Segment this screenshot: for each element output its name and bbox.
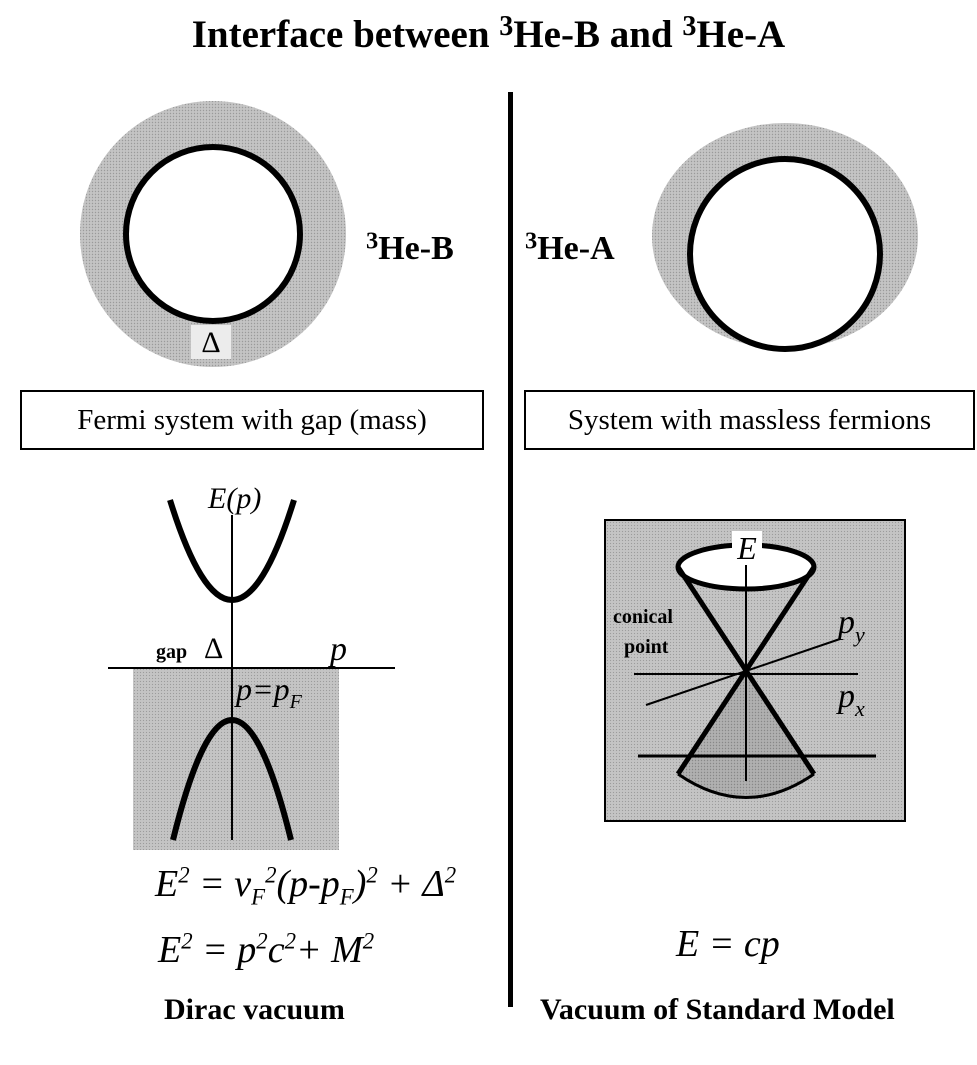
dirac-dispersion-plot: E(p) gap Δ p p=pF	[108, 482, 395, 841]
he-b-label: 3He-B	[366, 227, 454, 267]
center-divider	[508, 92, 513, 1007]
he-b-fermi-sphere: Δ	[80, 101, 346, 367]
dirac-sea-shading	[133, 668, 339, 850]
dirac-mass-equation: E2 = p2c2+ M2	[158, 928, 375, 971]
massless-dispersion-equation: E = cp	[676, 923, 780, 965]
he-a-fermi-surface	[652, 123, 918, 352]
gap-symbol-plot: Δ	[204, 632, 223, 665]
fermi-gap-box: Fermi system with gap (mass)	[20, 390, 484, 450]
page-title: Interface between 3He-B and 3He-A	[191, 11, 786, 56]
standard-model-caption: Vacuum of Standard Model	[540, 993, 895, 1026]
cone-py-axis	[645, 638, 841, 706]
energy-axis-label: E(p)	[207, 482, 261, 515]
fermi-surface-a	[687, 156, 883, 352]
conical-label-line2: point	[624, 636, 669, 658]
fermi-momentum-label: p=pF	[234, 671, 303, 713]
momentum-axis-label: p	[328, 631, 347, 668]
cone-energy-label: E	[736, 530, 757, 566]
massless-fermions-box: System with massless fermions	[524, 390, 975, 450]
lower-cone-rim	[677, 772, 815, 799]
conical-label-line1: conical	[613, 606, 673, 628]
dirac-vacuum-caption: Dirac vacuum	[164, 993, 345, 1026]
he-a-label: 3He-A	[525, 227, 615, 267]
dispersion-equation: E2 = vF2(p-pF)2 + Δ2	[155, 862, 457, 910]
px-axis-label: px	[836, 678, 865, 721]
upper-band-curve	[167, 499, 297, 603]
gap-text-label: gap	[156, 641, 187, 663]
weyl-cone-plot: E conical point py px	[613, 530, 876, 799]
lower-band-curve	[170, 717, 294, 841]
gap-symbol-label: Δ	[201, 326, 220, 359]
fermi-surface	[123, 144, 303, 324]
py-axis-label: py	[836, 604, 865, 647]
